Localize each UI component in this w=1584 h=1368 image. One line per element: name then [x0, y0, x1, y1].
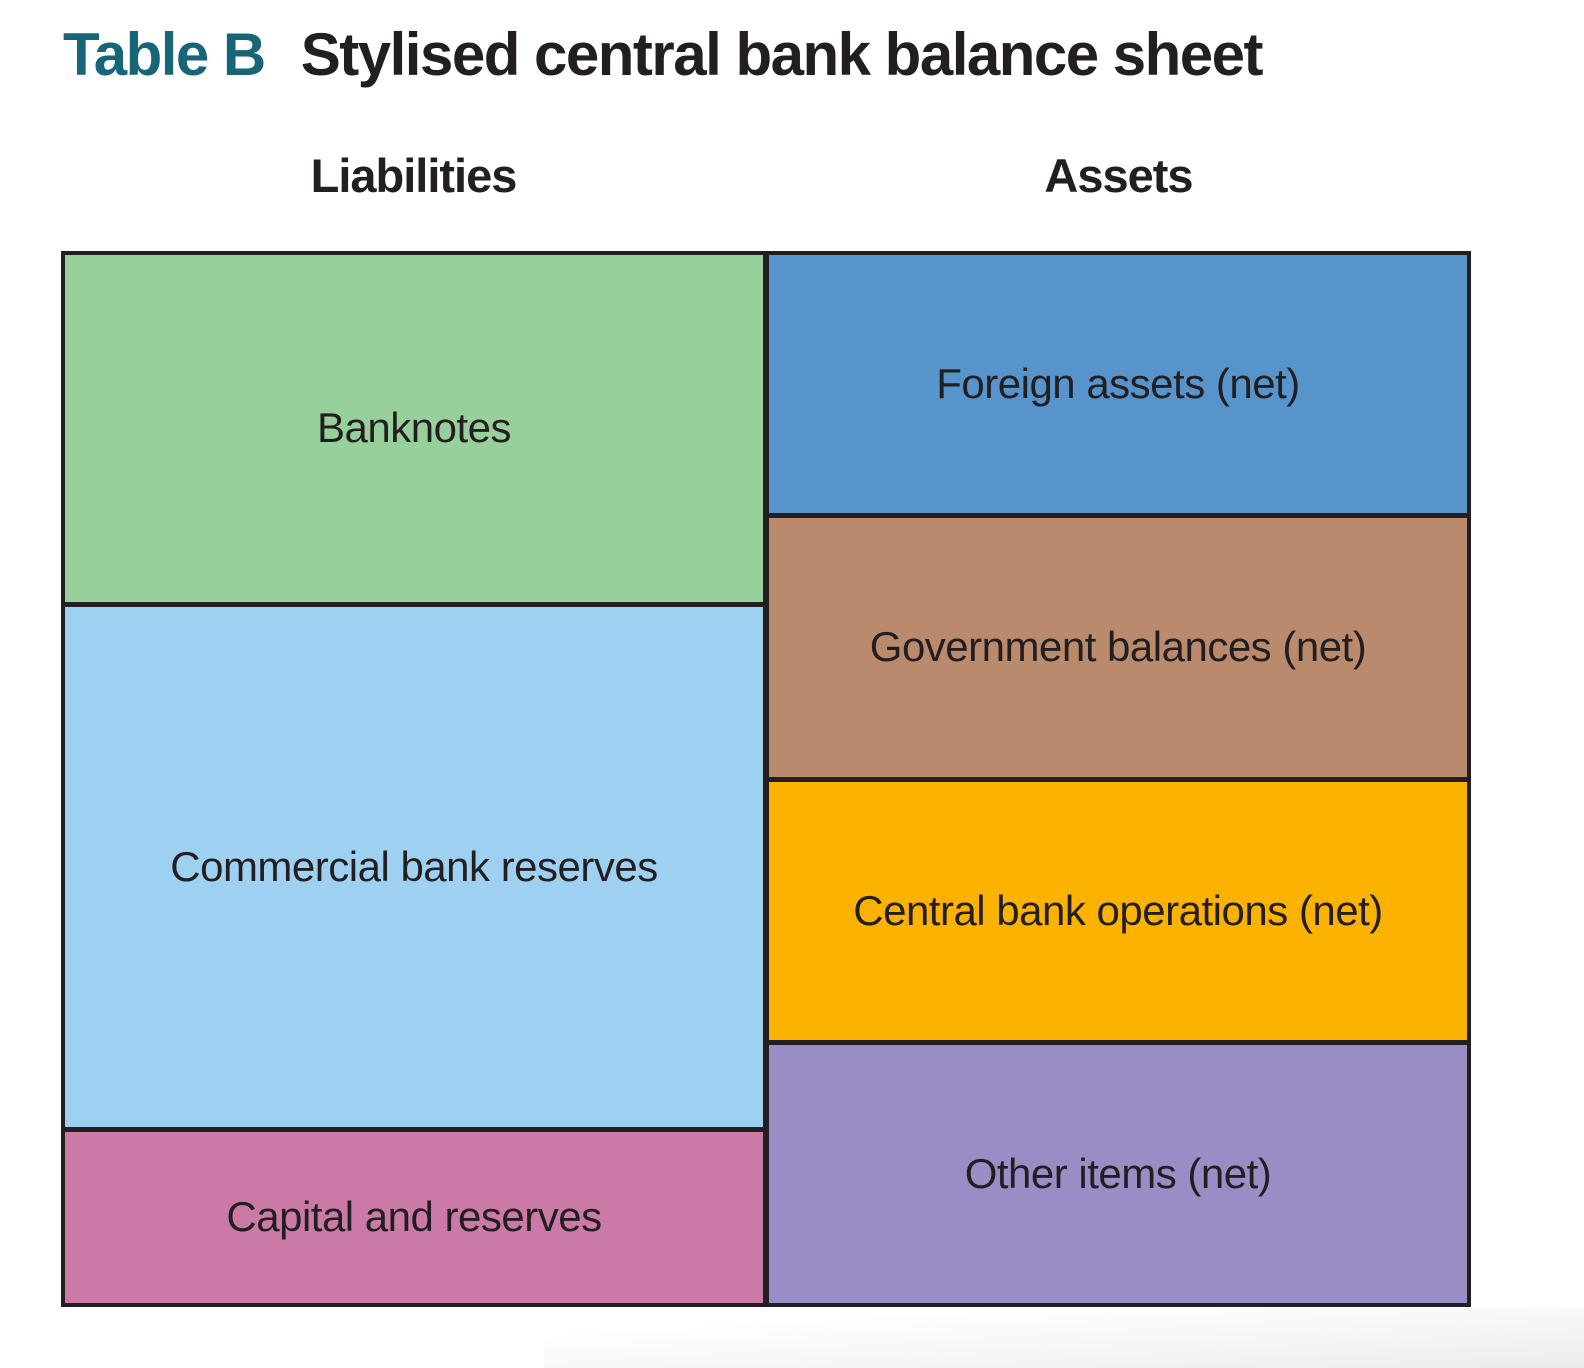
- balance-sheet-diagram: Banknotes Commercial bank reserves Capit…: [61, 251, 1471, 1307]
- block-foreign-assets: Foreign assets (net): [769, 255, 1467, 514]
- block-other-items: Other items (net): [769, 1044, 1467, 1303]
- assets-column: Foreign assets (net) Government balances…: [769, 255, 1467, 1303]
- figure-title-text: Stylised central bank balance sheet: [300, 21, 1264, 88]
- block-government-balances-label: Government balances (net): [869, 623, 1367, 671]
- block-capital-and-reserves: Capital and reserves: [65, 1131, 763, 1303]
- liabilities-column: Banknotes Commercial bank reserves Capit…: [65, 255, 763, 1303]
- block-government-balances: Government balances (net): [769, 518, 1467, 777]
- block-banknotes: Banknotes: [65, 255, 763, 602]
- block-foreign-assets-label: Foreign assets (net): [936, 360, 1300, 408]
- page-edge-shading: [544, 1308, 1584, 1368]
- header-assets: Assets: [1044, 149, 1193, 202]
- column-headers: Liabilities Assets: [61, 148, 1471, 203]
- block-banknotes-label: Banknotes: [317, 404, 511, 452]
- block-capital-and-reserves-label: Capital and reserves: [226, 1193, 602, 1241]
- figure-title: Table B Stylised central bank balance she…: [63, 20, 1264, 89]
- block-central-bank-operations: Central bank operations (net): [769, 781, 1467, 1040]
- block-other-items-label: Other items (net): [964, 1149, 1272, 1197]
- header-liabilities: Liabilities: [310, 149, 518, 202]
- block-commercial-bank-reserves-label: Commercial bank reserves: [170, 842, 658, 890]
- block-central-bank-operations-label: Central bank operations (net): [853, 886, 1383, 934]
- block-commercial-bank-reserves: Commercial bank reserves: [65, 606, 763, 1127]
- figure-title-tag: Table B: [63, 21, 266, 88]
